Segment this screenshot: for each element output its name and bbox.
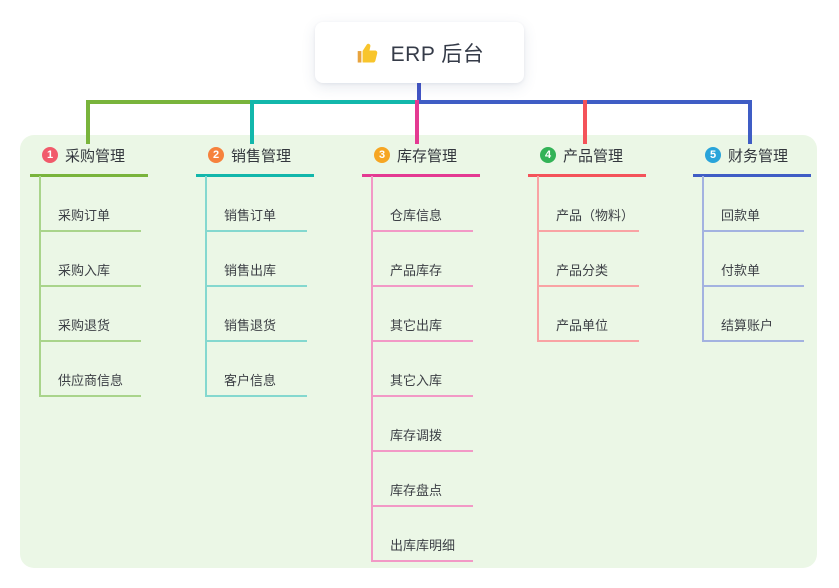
child-node-label: 付款单 [721,263,761,278]
child-node-label: 供应商信息 [58,373,124,388]
child-node-label: 采购退货 [58,318,111,333]
child-node-label: 采购入库 [58,263,111,278]
child-node-label: 其它入库 [390,373,443,388]
thumbs-up-icon [355,40,381,66]
branch-header: 3 库存管理 [374,144,457,166]
child-node-underline [702,340,804,342]
child-node-label: 仓库信息 [390,208,443,223]
branch-title: 产品管理 [563,147,624,165]
child-node-underline [39,230,141,232]
connector-drop-1 [86,100,90,144]
branch-underline [362,174,480,177]
child-node-underline [371,505,473,507]
child-node-underline [205,285,307,287]
child-node-underline [39,395,141,397]
connector-drop-2 [250,100,254,144]
branch-title: 库存管理 [397,147,458,165]
branches-panel [20,135,817,568]
branch-underline [30,174,148,177]
branch-title: 销售管理 [231,147,292,165]
child-node-underline [205,230,307,232]
child-node-label: 回款单 [721,208,761,223]
branch-number-badge: 3 [374,147,390,163]
child-node-underline [371,340,473,342]
child-node-underline [205,395,307,397]
child-node-label: 销售订单 [224,208,277,223]
branch-header: 2 销售管理 [208,144,291,166]
branch-number-badge: 2 [208,147,224,163]
child-node-label: 结算账户 [721,318,774,333]
branch-underline [196,174,314,177]
branch-child-rail [702,176,704,342]
child-node-label: 产品分类 [556,263,609,278]
connector-drop-3 [415,100,419,144]
branch-number-badge: 1 [42,147,58,163]
child-node-label: 库存调拨 [390,428,443,443]
branch-child-rail [371,176,373,562]
branch-number-badge: 5 [705,147,721,163]
branch-header: 1 采购管理 [42,144,125,166]
child-node-underline [371,395,473,397]
child-node-label: 产品库存 [390,263,443,278]
child-node-underline [537,340,639,342]
branch-header: 5 财务管理 [705,144,788,166]
child-node-underline [371,285,473,287]
connector-segment-teal [250,100,418,104]
child-node-underline [702,230,804,232]
branch-underline [528,174,646,177]
child-node-underline [39,340,141,342]
branch-child-rail [537,176,539,342]
root-stem-line [417,83,421,104]
branch-title: 采购管理 [65,147,126,165]
child-node-label: 出库库明细 [390,538,456,553]
child-node-underline [371,560,473,562]
child-node-underline [537,230,639,232]
child-node-label: 产品单位 [556,318,609,333]
branch-header: 4 产品管理 [540,144,623,166]
child-node-underline [205,340,307,342]
child-node-underline [702,285,804,287]
connector-drop-5 [748,100,752,144]
child-node-underline [371,450,473,452]
child-node-underline [537,285,639,287]
child-node-label: 采购订单 [58,208,111,223]
child-node-label: 销售退货 [224,318,277,333]
connector-drop-4 [583,100,587,144]
branch-underline [693,174,811,177]
child-node-label: 客户信息 [224,373,277,388]
child-node-label: 库存盘点 [390,483,443,498]
connector-segment-green [86,100,252,104]
child-node-underline [371,230,473,232]
child-node-label: 其它出库 [390,318,443,333]
root-node: ERP 后台 [315,22,524,83]
branch-number-badge: 4 [540,147,556,163]
root-title: ERP 后台 [390,42,485,66]
branch-title: 财务管理 [728,147,789,165]
child-node-label: 产品（物料） [556,208,635,223]
child-node-label: 销售出库 [224,263,277,278]
child-node-underline [39,285,141,287]
